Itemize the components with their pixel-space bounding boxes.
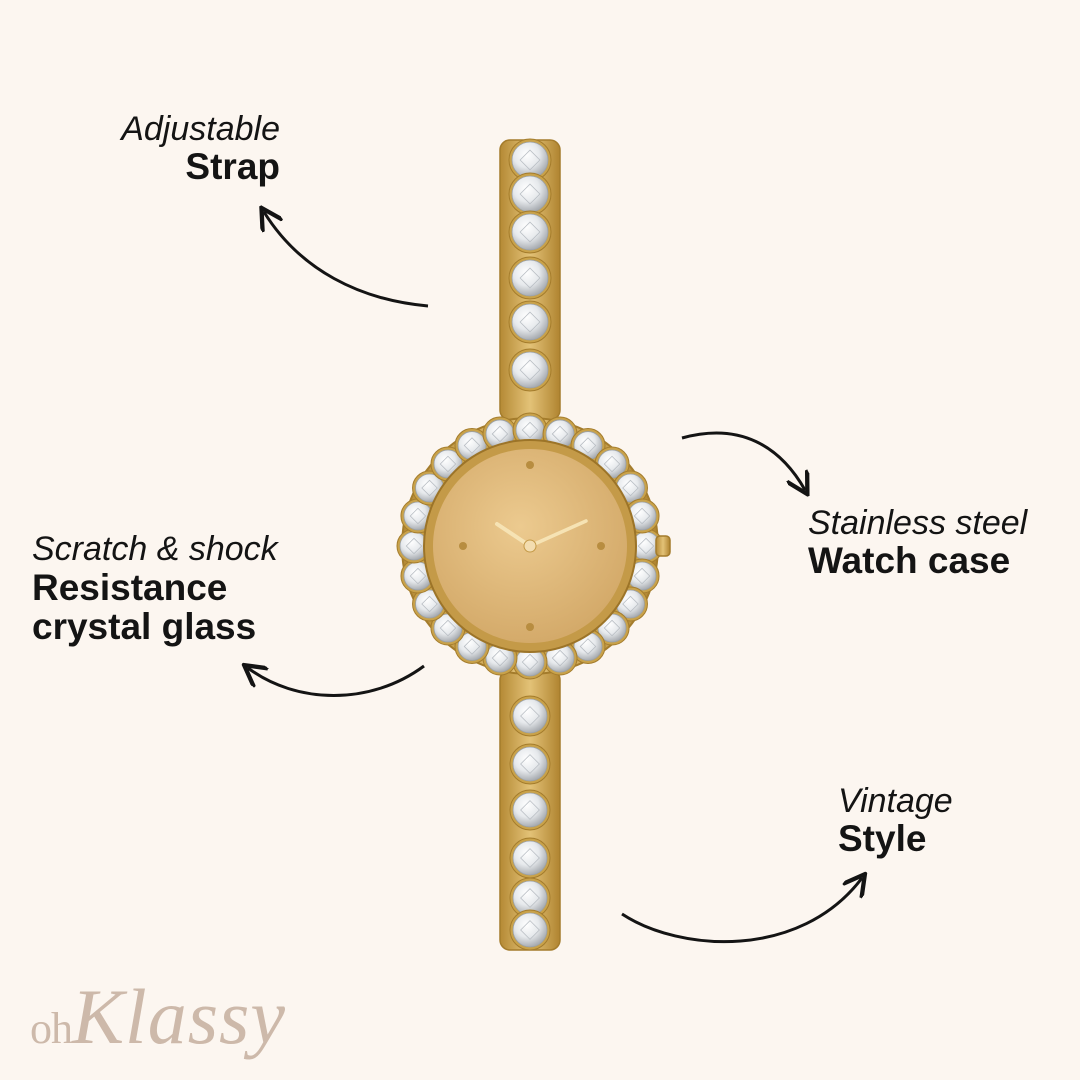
strap-gem (509, 837, 551, 879)
strap-gem (508, 256, 552, 300)
callout-case-title: Watch case (808, 539, 1011, 581)
watch-case (396, 412, 671, 680)
brand-prefix: oh (30, 1004, 73, 1053)
strap-gem (509, 695, 551, 737)
callout-vintage-style: Vintage Style (838, 782, 953, 859)
arrow-glass (248, 666, 425, 697)
callout-strap-subtitle: Adjustable (121, 110, 280, 148)
upper-strap (499, 138, 561, 421)
callout-glass-title: Resistance (32, 566, 228, 608)
callout-strap-title: Strap (185, 145, 280, 187)
strap-gem (509, 789, 551, 831)
arrow-style (621, 878, 862, 944)
callout-glass-subtitle: Scratch & shock (32, 530, 278, 568)
callout-watch-case: Stainless steel Watch case (808, 504, 1028, 581)
brand-name: Klassy (72, 973, 287, 1060)
hour-hand (495, 522, 532, 548)
watch-crown (655, 535, 671, 557)
strap-gem (508, 172, 552, 216)
arrow-case (681, 431, 805, 490)
minute-hand (528, 519, 588, 548)
callout-style-subtitle: Vintage (838, 782, 953, 820)
callout-crystal-glass: Scratch & shock Resistance crystal glass (32, 530, 278, 648)
strap-gem (509, 743, 551, 785)
arrow-strap (264, 212, 429, 308)
callout-case-subtitle: Stainless steel (808, 504, 1028, 542)
strap-gem (509, 909, 551, 951)
strap-gem (508, 138, 552, 182)
callout-style-title: Style (838, 817, 927, 859)
lower-strap (499, 669, 561, 951)
strap-gem (508, 210, 552, 254)
strap-gem (508, 300, 552, 344)
brand-logo: ohKlassy (30, 972, 286, 1062)
bezel-gem (482, 640, 518, 676)
strap-gem (509, 877, 551, 919)
callout-adjustable-strap: Adjustable Strap (80, 110, 280, 187)
bezel-gem (512, 412, 548, 448)
callout-glass-title-2: crystal glass (32, 606, 257, 648)
strap-gem (508, 348, 552, 392)
